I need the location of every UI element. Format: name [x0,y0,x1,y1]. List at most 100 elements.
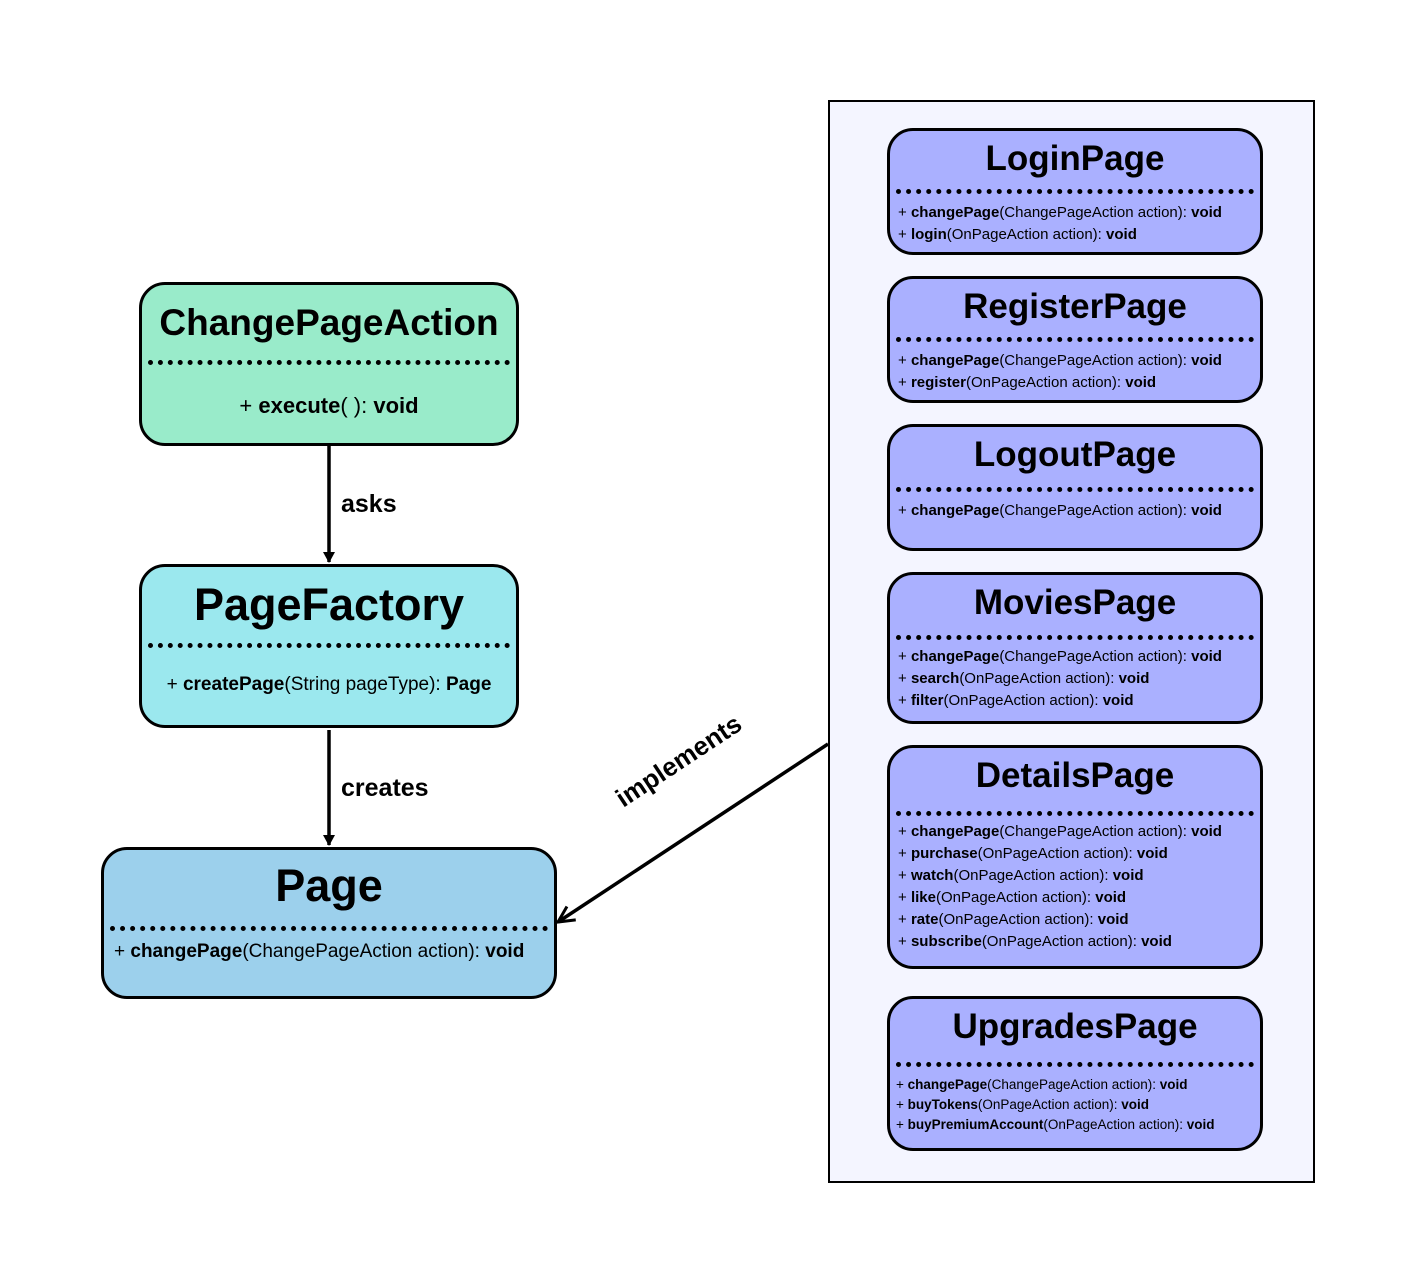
member-params: (OnPageAction action): [981,933,1142,950]
member-params: (OnPageAction action): [946,226,1107,243]
details-page-class: DetailsPage + changePage(ChangePageActio… [887,745,1263,969]
member-name: subscribe [910,933,982,950]
members: + createPage(String pageType): Page [142,648,516,696]
member-line: + search(OnPageAction action): void [898,668,1260,690]
class-title: Page [275,860,383,911]
members: + changePage(ChangePageAction action): v… [890,1067,1260,1135]
member-return-type: void [1191,823,1222,840]
member-name: changePage [910,648,1000,665]
member-return-type: void [1191,502,1222,519]
separator [896,189,1254,194]
separator [896,1062,1254,1067]
separator [110,926,548,931]
member-params: (ChangePageAction action): [987,1077,1160,1092]
member-prefix: + [898,204,911,221]
member-prefix: + [898,867,911,884]
member-prefix: + [898,845,911,862]
member-return-type: void [1159,1077,1188,1092]
member-name: like [910,889,936,906]
member-return-type: void [1118,670,1150,687]
logout-page-class: LogoutPage + changePage(ChangePageAction… [887,424,1263,551]
member-prefix: + [166,674,183,695]
members: + execute( ): void [142,365,516,419]
class-title: DetailsPage [975,756,1175,795]
member-name: buyPremiumAccount [907,1117,1044,1132]
implements-label: implements [610,708,748,814]
member-params: (ChangePageAction action): [999,823,1192,840]
member-params: (OnPageAction action): [938,911,1098,928]
separator [148,643,510,648]
member-return-type: void [1097,911,1129,928]
member-params: (ChangePageAction action): [999,204,1192,221]
member-return-type: void [1191,204,1222,221]
members: + changePage(ChangePageAction action): v… [890,640,1260,712]
member-line: + changePage(ChangePageAction action): v… [898,500,1260,522]
member-params: (ChangePageAction action): [999,648,1192,665]
member-name: changePage [910,204,1000,221]
member-prefix: + [898,692,911,709]
class-title: LoginPage [985,139,1165,178]
separator [896,635,1254,640]
class-title: MoviesPage [973,583,1177,622]
member-params: (ChangePageAction action): [999,352,1192,369]
member-return-type: void [1136,845,1168,862]
member-return-type: void [373,393,419,418]
members: + changePage(ChangePageAction action): v… [890,492,1260,522]
member-return-type: Page [445,674,492,695]
member-prefix: + [114,941,131,962]
member-line: + filter(OnPageAction action): void [898,690,1260,712]
member-line: + changePage(ChangePageAction action): v… [898,821,1260,843]
member-prefix: + [898,648,911,665]
member-return-type: void [1125,374,1157,391]
member-line: + changePage(ChangePageAction action): v… [898,646,1260,668]
member-name: search [910,670,960,687]
member-params: (String pageType): [284,674,446,695]
class-title: PageFactory [193,579,465,630]
member-name: changePage [907,1077,988,1092]
member-prefix: + [898,670,911,687]
member-line: + subscribe(OnPageAction action): void [898,931,1260,953]
member-prefix: + [896,1077,908,1092]
asks-label: asks [341,490,397,518]
upgrades-page-class: UpgradesPage + changePage(ChangePageActi… [887,996,1263,1151]
separator [896,337,1254,342]
member-prefix: + [896,1117,908,1132]
member-return-type: void [1186,1117,1215,1132]
page-factory-class: PageFactory + createPage(String pageType… [139,564,519,728]
member-line: + register(OnPageAction action): void [898,372,1260,394]
member-params: (ChangePageAction action): [242,941,486,962]
member-params: (OnPageAction action): [943,692,1103,709]
member-name: changePage [130,941,243,962]
member-prefix: + [898,933,911,950]
member-params: (OnPageAction action): [965,374,1126,391]
members: + changePage(ChangePageAction action): v… [890,194,1260,246]
class-title: ChangePageAction [159,302,499,343]
member-line: + rate(OnPageAction action): void [898,909,1260,931]
member-prefix: + [896,1097,908,1112]
member-name: register [910,374,966,391]
member-name: rate [910,911,939,928]
member-name: changePage [910,352,1000,369]
creates-label: creates [341,774,429,802]
member-line: + watch(OnPageAction action): void [898,865,1260,887]
member-params: (OnPageAction action): [953,867,1113,884]
member-params: (OnPageAction action): [977,845,1137,862]
member-name: changePage [910,823,1000,840]
member-return-type: void [1121,1097,1149,1112]
member-prefix: + [898,226,911,243]
member-prefix: + [898,374,911,391]
implements-arrow [558,742,829,922]
member-line: + purchase(OnPageAction action): void [898,843,1260,865]
member-return-type: void [1191,352,1222,369]
member-name: buyTokens [907,1097,978,1112]
member-line: + changePage(ChangePageAction action): v… [114,941,554,963]
member-return-type: void [1191,648,1222,665]
member-line: + buyTokens(OnPageAction action): void [896,1095,1260,1115]
member-prefix: + [898,889,911,906]
member-name: execute [258,393,341,418]
member-return-type: void [1095,889,1127,906]
member-name: watch [910,867,954,884]
separator [896,487,1254,492]
member-name: filter [910,692,944,709]
member-prefix: + [239,393,259,418]
